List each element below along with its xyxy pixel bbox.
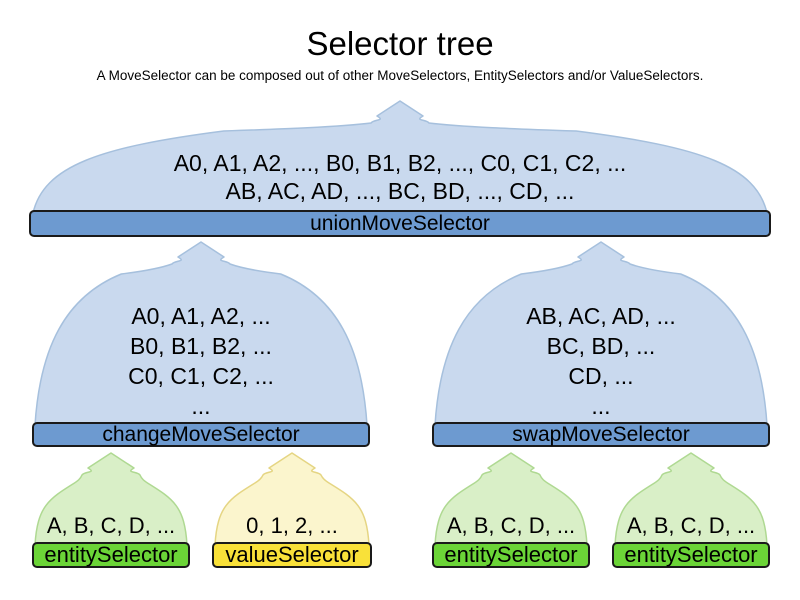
change-move-selector-bar: changeMoveSelector <box>32 422 370 447</box>
entity3-dome-arrow-shape <box>614 452 768 546</box>
change-items-line: ... <box>191 393 211 419</box>
swap-move-selector-label: swapMoveSelector <box>512 422 690 446</box>
union-items-line: A0, A1, A2, ..., B0, B1, B2, ..., C0, C1… <box>173 150 627 176</box>
entity1-items-line: A, B, C, D, ... <box>46 513 176 538</box>
swap-items-line: CD, ... <box>568 363 634 389</box>
swap-move-selector-bar: swapMoveSelector <box>432 422 770 447</box>
change-items-line: C0, C1, C2, ... <box>128 363 274 389</box>
entity-selector-bar: entitySelector <box>432 542 590 568</box>
change-items-line: A0, A1, A2, ... <box>131 303 271 329</box>
swap-selection-items: AB, AC, AD, ... BC, BD, ... CD, ... ... <box>435 301 767 421</box>
swap-items-line: ... <box>591 393 611 419</box>
entity2-dome-arrow-shape <box>434 452 588 546</box>
entity3-selection-items: A, B, C, D, ... <box>615 512 767 539</box>
value1-dome-arrow-shape <box>214 452 370 546</box>
swap-items-line: AB, AC, AD, ... <box>526 303 676 329</box>
union-selection-items: A0, A1, A2, ..., B0, B1, B2, ..., C0, C1… <box>33 150 767 205</box>
union-dome-arrow-shape <box>32 100 768 214</box>
union-move-selector-bar: unionMoveSelector <box>29 210 771 237</box>
change-dome-arrow-shape <box>34 241 368 426</box>
value1-items-line: 0, 1, 2, ... <box>246 513 338 538</box>
value1-selection-items: 0, 1, 2, ... <box>215 512 369 539</box>
entity-selector-bar: entitySelector <box>32 542 190 568</box>
entity-selector-label: entitySelector <box>624 542 758 567</box>
entity3-items-line: A, B, C, D, ... <box>626 513 756 538</box>
change-selection-items: A0, A1, A2, ... B0, B1, B2, ... C0, C1, … <box>35 301 367 421</box>
union-items-line: AB, AC, AD, ..., BC, BD, ..., CD, ... <box>225 177 575 204</box>
entity-selector-label: entitySelector <box>44 542 178 567</box>
entity1-selection-items: A, B, C, D, ... <box>35 512 187 539</box>
union-move-selector-label: unionMoveSelector <box>310 211 490 235</box>
entity1-dome-arrow-shape <box>34 452 188 546</box>
page-subtitle: A MoveSelector can be composed out of ot… <box>96 68 704 83</box>
value-selector-label: valueSelector <box>225 542 359 567</box>
value-selector-bar: valueSelector <box>212 542 372 568</box>
entity2-selection-items: A, B, C, D, ... <box>435 512 587 539</box>
swap-dome-arrow-shape <box>434 241 768 426</box>
entity2-items-line: A, B, C, D, ... <box>446 513 576 538</box>
change-items-line: B0, B1, B2, ... <box>130 333 272 359</box>
swap-items-line: BC, BD, ... <box>546 333 656 359</box>
page-title: Selector tree <box>306 25 494 62</box>
change-move-selector-label: changeMoveSelector <box>102 422 300 446</box>
entity-selector-label: entitySelector <box>444 542 578 567</box>
entity-selector-bar: entitySelector <box>612 542 770 568</box>
